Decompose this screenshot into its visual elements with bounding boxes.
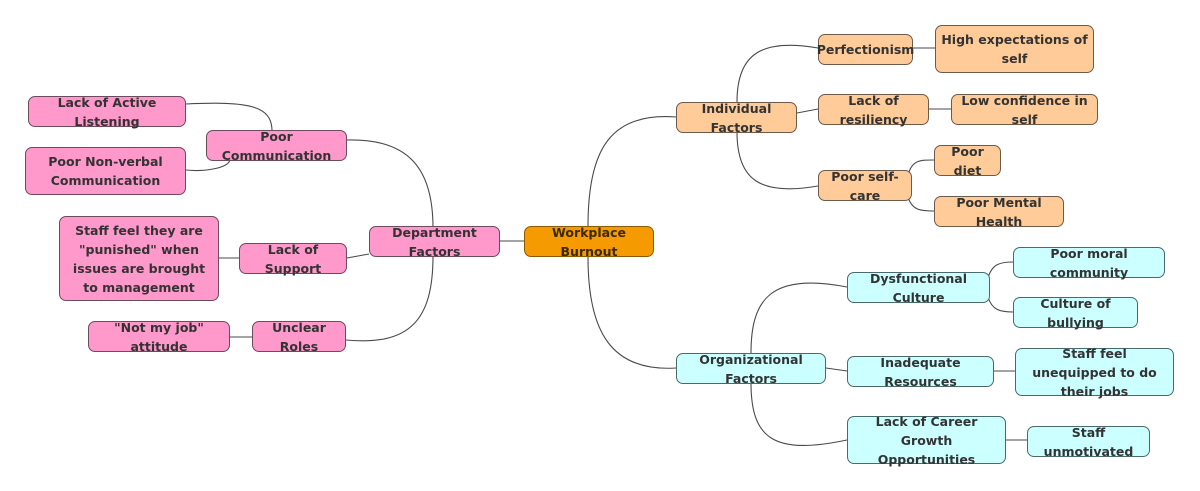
- link-self-care-diet: [907, 159, 935, 176]
- link-department-poor-communication: [345, 139, 434, 229]
- link-organizational-career-growth: [750, 382, 848, 446]
- node-inadequate-resources[interactable]: Inadequate Resources: [847, 355, 994, 389]
- link-root-individual: [587, 116, 677, 227]
- branch-individual-factors[interactable]: Individual Factors: [676, 101, 797, 135]
- link-department-lack-of-support: [346, 253, 370, 259]
- link-organizational-dysfunctional-culture: [750, 282, 848, 354]
- node-poor-communication[interactable]: Poor Communication: [206, 129, 347, 163]
- root-node-workplace-burnout[interactable]: Workplace Burnout: [524, 225, 654, 259]
- node-poor-nonverbal-communication[interactable]: Poor Non-verbal Communication: [25, 147, 186, 195]
- link-individual-self-care: [736, 131, 819, 190]
- node-culture-of-bullying[interactable]: Culture of bullying: [1013, 296, 1138, 330]
- link-self-care-mental-health: [907, 196, 935, 212]
- node-unclear-roles[interactable]: Unclear Roles: [252, 320, 346, 354]
- node-lack-of-resiliency[interactable]: Lack of resiliency: [818, 93, 929, 127]
- link-individual-resiliency: [796, 108, 819, 114]
- node-staff-feel-punished[interactable]: Staff feel they are "punished" when issu…: [59, 216, 219, 301]
- link-poor-communication-active-listening: [185, 102, 273, 132]
- node-lack-of-career-growth-opportunities[interactable]: Lack of Career Growth Opportunities: [847, 414, 1006, 467]
- node-poor-mental-health[interactable]: Poor Mental Health: [934, 195, 1064, 229]
- link-department-unclear-roles: [345, 255, 434, 342]
- link-individual-perfectionism: [736, 44, 819, 103]
- link-culture-moral-community: [987, 261, 1014, 279]
- node-poor-self-care[interactable]: Poor self-care: [818, 169, 912, 203]
- node-perfectionism[interactable]: Perfectionism: [817, 34, 914, 65]
- node-low-confidence-in-self[interactable]: Low confidence in self: [951, 93, 1098, 127]
- link-organizational-inadequate-resources: [825, 367, 848, 372]
- branch-department-factors[interactable]: Department Factors: [369, 225, 500, 259]
- node-dysfunctional-culture[interactable]: Dysfunctional Culture: [847, 271, 990, 305]
- node-poor-moral-community[interactable]: Poor moral community: [1013, 246, 1165, 280]
- node-lack-of-support[interactable]: Lack of Support: [239, 242, 347, 276]
- node-high-expectations-of-self[interactable]: High expectations of self: [935, 25, 1094, 73]
- node-staff-feel-unequipped[interactable]: Staff feel unequipped to do their jobs: [1015, 346, 1174, 399]
- link-culture-bullying: [987, 296, 1014, 313]
- node-not-my-job-attitude[interactable]: "Not my job" attitude: [88, 320, 230, 354]
- branch-organizational-factors[interactable]: Organizational Factors: [676, 352, 826, 386]
- link-poor-communication-nonverbal: [185, 159, 231, 172]
- link-root-organizational: [587, 256, 677, 369]
- node-lack-of-active-listening[interactable]: Lack of Active Listening: [28, 95, 186, 129]
- node-staff-unmotivated[interactable]: Staff unmotivated: [1027, 425, 1150, 459]
- node-poor-diet[interactable]: Poor diet: [934, 144, 1001, 178]
